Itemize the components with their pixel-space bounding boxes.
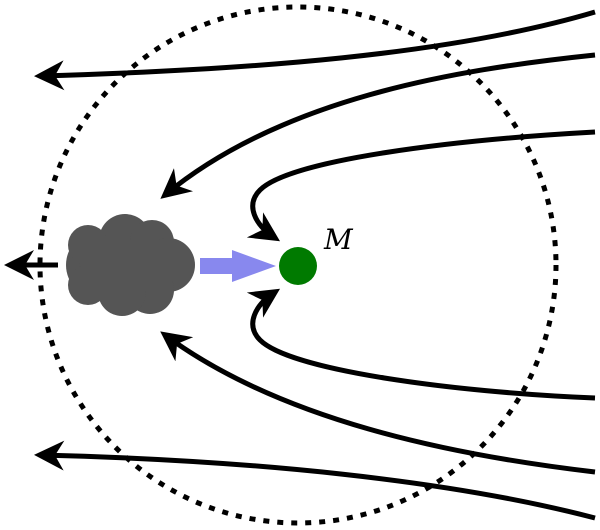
flow-line-bottom-inner — [160, 331, 596, 475]
flow-line-top-inner — [160, 52, 596, 199]
mass-label: M — [323, 223, 354, 256]
flow-line-bottom-outer — [34, 440, 596, 521]
boundary-circle — [37, 4, 559, 526]
flow-line-hairpin-bottom — [246, 288, 596, 401]
flow-line-top-outer — [34, 9, 596, 91]
mass-point-icon — [279, 247, 317, 285]
flow-line-hairpin-top — [246, 129, 596, 242]
push-arrow-icon — [200, 250, 276, 282]
cloud-icon — [66, 214, 195, 316]
